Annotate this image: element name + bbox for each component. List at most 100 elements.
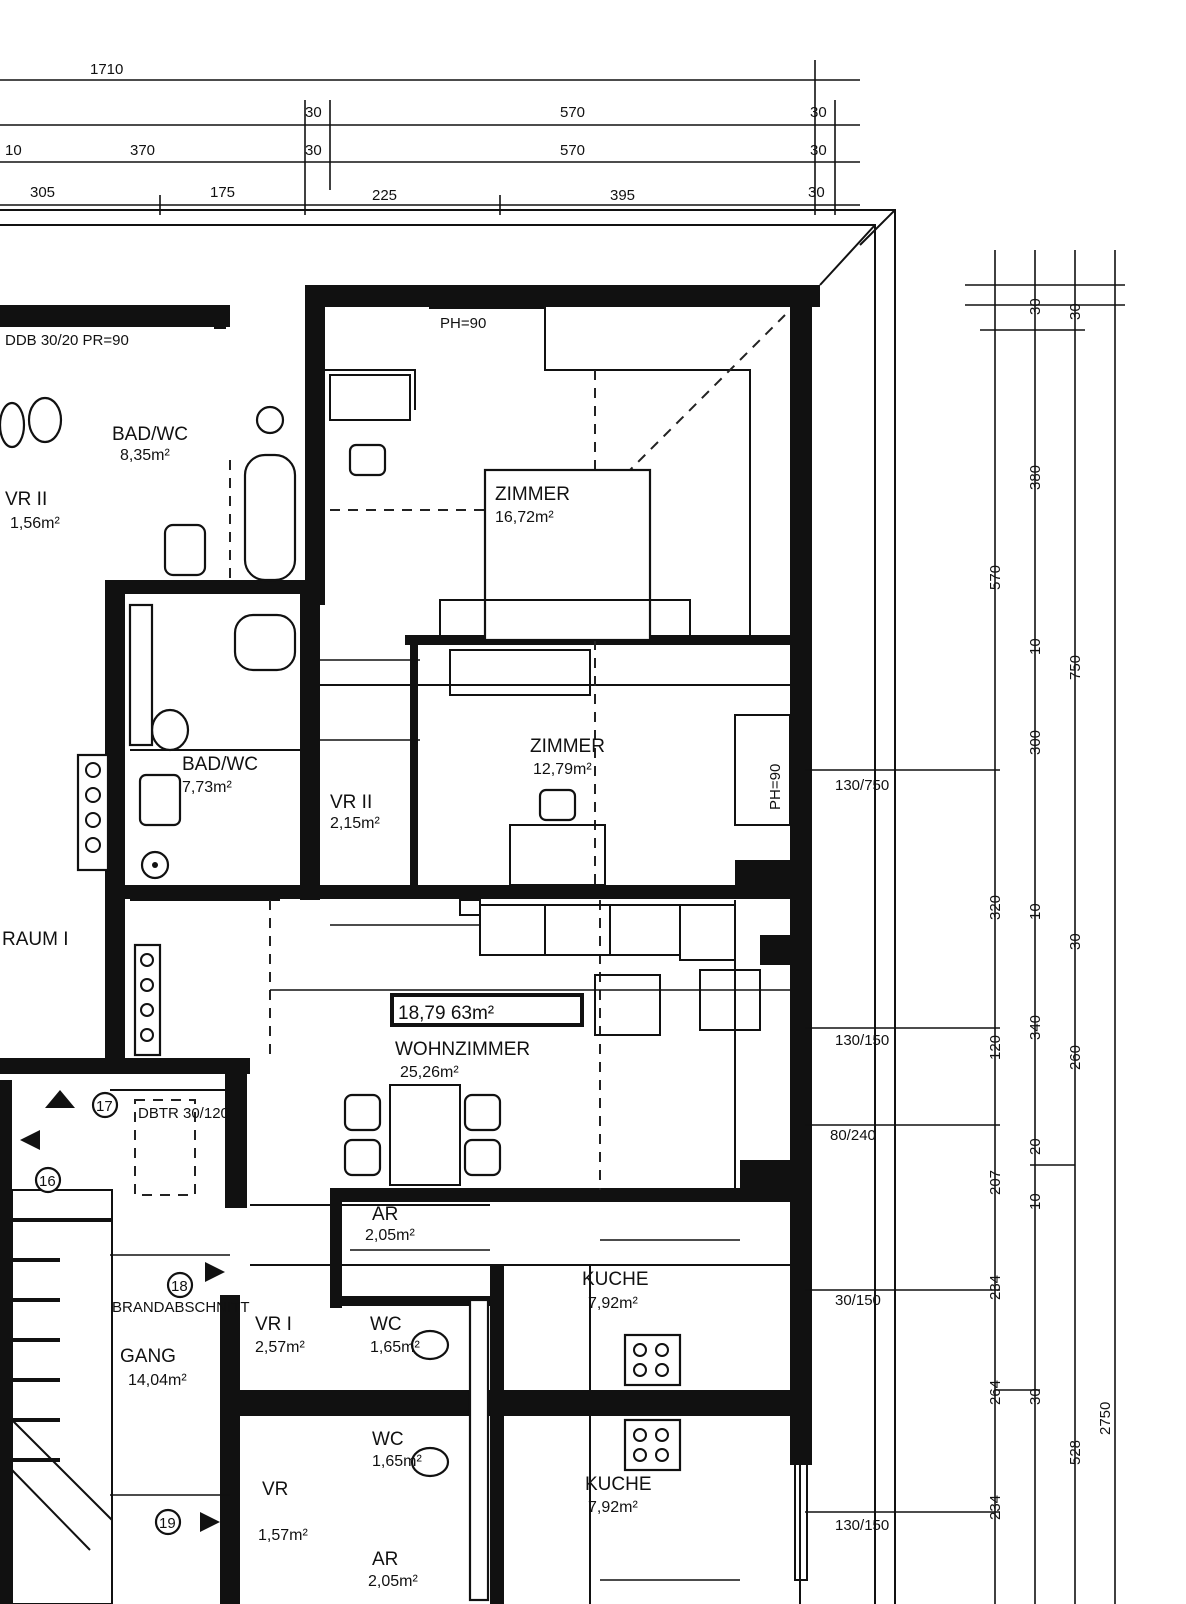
room-area-zimmer-1: 16,72m² <box>495 509 554 526</box>
room-name-vr-i: VR I <box>255 1314 292 1335</box>
room-area-bad-2: 7,73m² <box>182 779 232 796</box>
dim-r2-b: 570 <box>560 104 585 121</box>
brandabschnitt-note: BRANDABSCHNITT <box>112 1299 250 1316</box>
room-name-vr-3: VR <box>262 1479 288 1500</box>
washbasin-icon-3 <box>138 773 182 827</box>
room-name-zimmer-1: ZIMMER <box>495 484 570 505</box>
dim-right-340: 340 <box>1027 1015 1044 1040</box>
sanitary-fixtures <box>0 396 682 1602</box>
room-extra-wohnzimmer: 18,79 63m² <box>398 1003 494 1024</box>
room-area-ar-1: 2,05m² <box>365 1227 415 1244</box>
dim-right-20: 20 <box>1027 1138 1044 1155</box>
arrow-right-icon-2 <box>200 1512 220 1532</box>
shaft-column-1 <box>76 603 490 1602</box>
stove-icon-1 <box>623 1333 682 1387</box>
marker-19 <box>154 1508 182 1536</box>
window-label-1: 130/750 <box>835 777 889 794</box>
room-name-vr-2: VR II <box>330 792 372 813</box>
svg-text:18: 18 <box>171 1278 188 1295</box>
dim-r2-a: 30 <box>305 104 322 121</box>
room-area-wohnzimmer: 25,26m² <box>400 1064 459 1081</box>
room-area-bad-1: 8,35m² <box>120 447 170 464</box>
toilet-icon-3 <box>150 708 190 752</box>
dim-r4-b: 175 <box>210 184 235 201</box>
chair-icon-2 <box>538 788 577 822</box>
staircase <box>11 1089 225 1604</box>
dim-right-30c: 30 <box>1067 933 1084 950</box>
room-name-wc-1: WC <box>370 1314 402 1335</box>
annotations: PH=90 PH=90 DDB 30/20 PR=90 DBTR 30/120 … <box>5 315 784 1316</box>
dim-right-750: 750 <box>1067 655 1084 680</box>
chair-icon-4 <box>343 1138 382 1177</box>
dim-r3-c: 30 <box>305 142 322 159</box>
inner-dimension-marks <box>110 659 790 1581</box>
dim-overall-width: 1710 <box>90 61 123 78</box>
windows <box>79 289 808 1581</box>
bathtub-icon-2 <box>233 613 297 672</box>
dim-right-380: 380 <box>1027 465 1044 490</box>
arrow-right-icon-1 <box>205 1262 225 1282</box>
outer-window-labels: 130/750 130/150 80/240 30/150 130/150 <box>830 777 889 1534</box>
walls <box>0 285 820 1604</box>
svg-text:17: 17 <box>96 1098 113 1115</box>
room-area-vr-3: 1,57m² <box>258 1527 308 1544</box>
room-area-kuche-1: 7,92m² <box>588 1295 638 1312</box>
chair-icon-5 <box>463 1093 502 1132</box>
building-outline <box>0 209 896 1604</box>
room-name-vr-1: VR II <box>5 489 47 510</box>
dim-right-30: 30 <box>1027 1388 1044 1405</box>
marker-17 <box>91 1091 119 1119</box>
toilet-icon-1 <box>27 396 63 444</box>
room-name-bad-1: BAD/WC <box>112 424 188 445</box>
toilet-icon-4 <box>410 1329 450 1361</box>
room-name-zimmer-2: ZIMMER <box>530 736 605 757</box>
washbasin-icon-1 <box>255 405 285 435</box>
marker-18 <box>166 1271 194 1299</box>
room-area-zimmer-2: 12,79m² <box>533 761 592 778</box>
dim-r4-e: 30 <box>808 184 825 201</box>
right-dimension-chains: 570 320 120 207 234 264 234 380 10 300 1… <box>805 250 1125 1604</box>
room-area-gang: 14,04m² <box>128 1372 187 1389</box>
room-area-vr-2: 2,15m² <box>330 815 380 832</box>
window-label-2: 130/150 <box>835 1032 889 1049</box>
dim-right-300: 300 <box>1027 730 1044 755</box>
toilet-icon-5 <box>410 1446 450 1478</box>
door-note-stair: DBTR 30/120 <box>138 1105 229 1122</box>
toilet-icon-2 <box>0 401 26 449</box>
room-area-ar-2: 2,05m² <box>368 1573 418 1590</box>
chair-icon-1 <box>348 443 387 477</box>
dim-r3-b: 370 <box>130 142 155 159</box>
dim-right-10c: 10 <box>1027 1193 1044 1210</box>
room-name-kuche-1: KUCHE <box>582 1269 649 1290</box>
svg-text:19: 19 <box>159 1515 176 1532</box>
dim-right-10a: 10 <box>1027 638 1044 655</box>
window-sill-right: PH=90 <box>767 764 784 810</box>
room-area-wc-1: 1,65m² <box>370 1339 420 1356</box>
dim-r4-a: 305 <box>30 184 55 201</box>
dim-right-320: 320 <box>987 895 1004 920</box>
dim-right-528: 528 <box>1067 1440 1084 1465</box>
window-label-4: 30/150 <box>835 1292 881 1309</box>
room-area-vr-i: 2,57m² <box>255 1339 305 1356</box>
dim-right-2750: 2750 <box>1097 1402 1114 1435</box>
dim-right-260: 260 <box>1067 1045 1084 1070</box>
dim-right-120: 120 <box>987 1035 1004 1060</box>
bathtub-icon-1 <box>243 453 297 582</box>
dim-right-234a: 234 <box>987 1275 1004 1300</box>
dim-right-207: 207 <box>987 1170 1004 1195</box>
chair-icon-6 <box>463 1138 502 1177</box>
furniture <box>329 374 761 1186</box>
room-area-vr-1: 1,56m² <box>10 515 60 532</box>
dim-r3-a: 10 <box>5 142 22 159</box>
dim-r4-d: 395 <box>610 187 635 204</box>
stove-icon-2 <box>623 1418 682 1472</box>
window-label-5: 130/150 <box>835 1517 889 1534</box>
room-area-wc-2: 1,65m² <box>372 1453 422 1470</box>
dim-right-234b: 234 <box>987 1495 1004 1520</box>
room-name-ar-1: AR <box>372 1204 398 1225</box>
room-name-wc-2: WC <box>372 1429 404 1450</box>
position-markers: 16 17 18 19 <box>20 1090 225 1536</box>
arrow-up-icon <box>45 1090 75 1108</box>
room-name-ar-2: AR <box>372 1549 398 1570</box>
